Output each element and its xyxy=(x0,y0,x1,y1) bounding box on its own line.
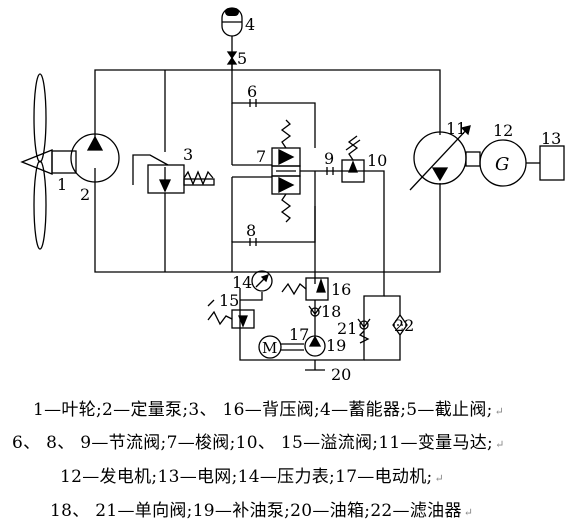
caption-line-4-text: 18、 21—单向阀;19—补油泵;20—油箱;22—滤油器 xyxy=(50,501,462,521)
throttle-valve-6 xyxy=(249,99,257,107)
variable-motor-11 xyxy=(409,125,481,191)
label-5: 5 xyxy=(237,49,247,68)
generator-symbol: G xyxy=(495,154,509,175)
label-13: 13 xyxy=(541,129,561,148)
electric-motor-17 xyxy=(258,335,304,359)
hydraulic-wind-turbine-diagram: 1 2 3 4 5 6 7 8 9 10 11 12 13 14 15 16 1… xyxy=(20,7,565,384)
oil-filter-22 xyxy=(392,313,408,337)
caption-line-2-text: 6、 8、 9—节流阀;7—梭阀;10、 15—溢流阀;11—变量马达; xyxy=(12,433,494,453)
caption-line-3-text: 12—发电机;13—电网;14—压力表;17—电动机; xyxy=(60,467,433,487)
label-12: 12 xyxy=(493,121,513,140)
paragraph-mark-icon: ↵ xyxy=(434,472,445,485)
supply-circuit-lines xyxy=(239,272,401,371)
label-3: 3 xyxy=(183,145,193,164)
supply-pump-19 xyxy=(304,335,326,357)
throttle-valve-8 xyxy=(249,238,257,246)
label-7: 7 xyxy=(256,147,266,166)
label-8: 8 xyxy=(246,221,256,240)
back-pressure-valve-16 xyxy=(281,277,329,301)
accumulator-4 xyxy=(221,7,243,37)
label-18: 18 xyxy=(321,302,341,321)
caption-line-3: 12—发电机;13—电网;14—压力表;17—电动机;↵ xyxy=(60,462,444,487)
label-6: 6 xyxy=(247,82,257,101)
component-labels: 1 2 3 4 5 6 7 8 9 10 11 12 13 14 15 16 1… xyxy=(57,15,561,384)
label-11: 11 xyxy=(446,119,466,138)
label-9: 9 xyxy=(324,149,334,168)
caption-line-1: 1—叶轮;2—定量泵;3、 16—背压阀;4—蓄能器;5—截止阀;↵ xyxy=(33,395,504,420)
paragraph-mark-icon: ↵ xyxy=(495,438,505,451)
label-15: 15 xyxy=(219,291,239,310)
paragraph-mark-icon: ↵ xyxy=(494,405,505,418)
power-grid-13 xyxy=(539,145,565,181)
shuttle-valve-7 xyxy=(271,119,301,223)
caption-line-2: 6、 8、 9—节流阀;7—梭阀;10、 15—溢流阀;11—变量马达;↵ xyxy=(12,428,505,453)
label-2: 2 xyxy=(80,185,90,204)
label-4: 4 xyxy=(245,15,255,34)
caption-line-1-text: 1—叶轮;2—定量泵;3、 16—背压阀;4—蓄能器;5—截止阀; xyxy=(33,400,493,420)
throttle-valve-9 xyxy=(326,167,334,175)
caption-line-4: 18、 21—单向阀;19—补油泵;20—油箱;22—滤油器↵ xyxy=(50,496,473,521)
label-1: 1 xyxy=(57,175,67,194)
label-14: 14 xyxy=(232,273,252,292)
main-circuit-lines xyxy=(94,58,441,273)
label-10: 10 xyxy=(367,151,387,170)
back-pressure-valve-3 xyxy=(132,154,215,194)
label-22: 22 xyxy=(394,316,414,335)
generator-12 xyxy=(479,139,540,187)
check-valve-18 xyxy=(308,305,322,317)
label-16: 16 xyxy=(331,280,351,299)
check-valve-21 xyxy=(357,318,371,344)
fixed-pump-2 xyxy=(70,133,120,183)
label-17: 17 xyxy=(289,325,309,344)
label-19: 19 xyxy=(326,336,346,355)
relief-valve-15 xyxy=(207,299,255,329)
stop-valve-5 xyxy=(226,36,238,70)
paragraph-mark-icon: ↵ xyxy=(463,506,474,519)
label-21: 21 xyxy=(337,319,357,338)
impeller-1 xyxy=(20,73,77,250)
relief-valve-10 xyxy=(341,135,365,183)
label-20: 20 xyxy=(331,365,351,384)
pressure-gauge-14 xyxy=(251,270,273,292)
motor-symbol: M xyxy=(262,339,277,357)
